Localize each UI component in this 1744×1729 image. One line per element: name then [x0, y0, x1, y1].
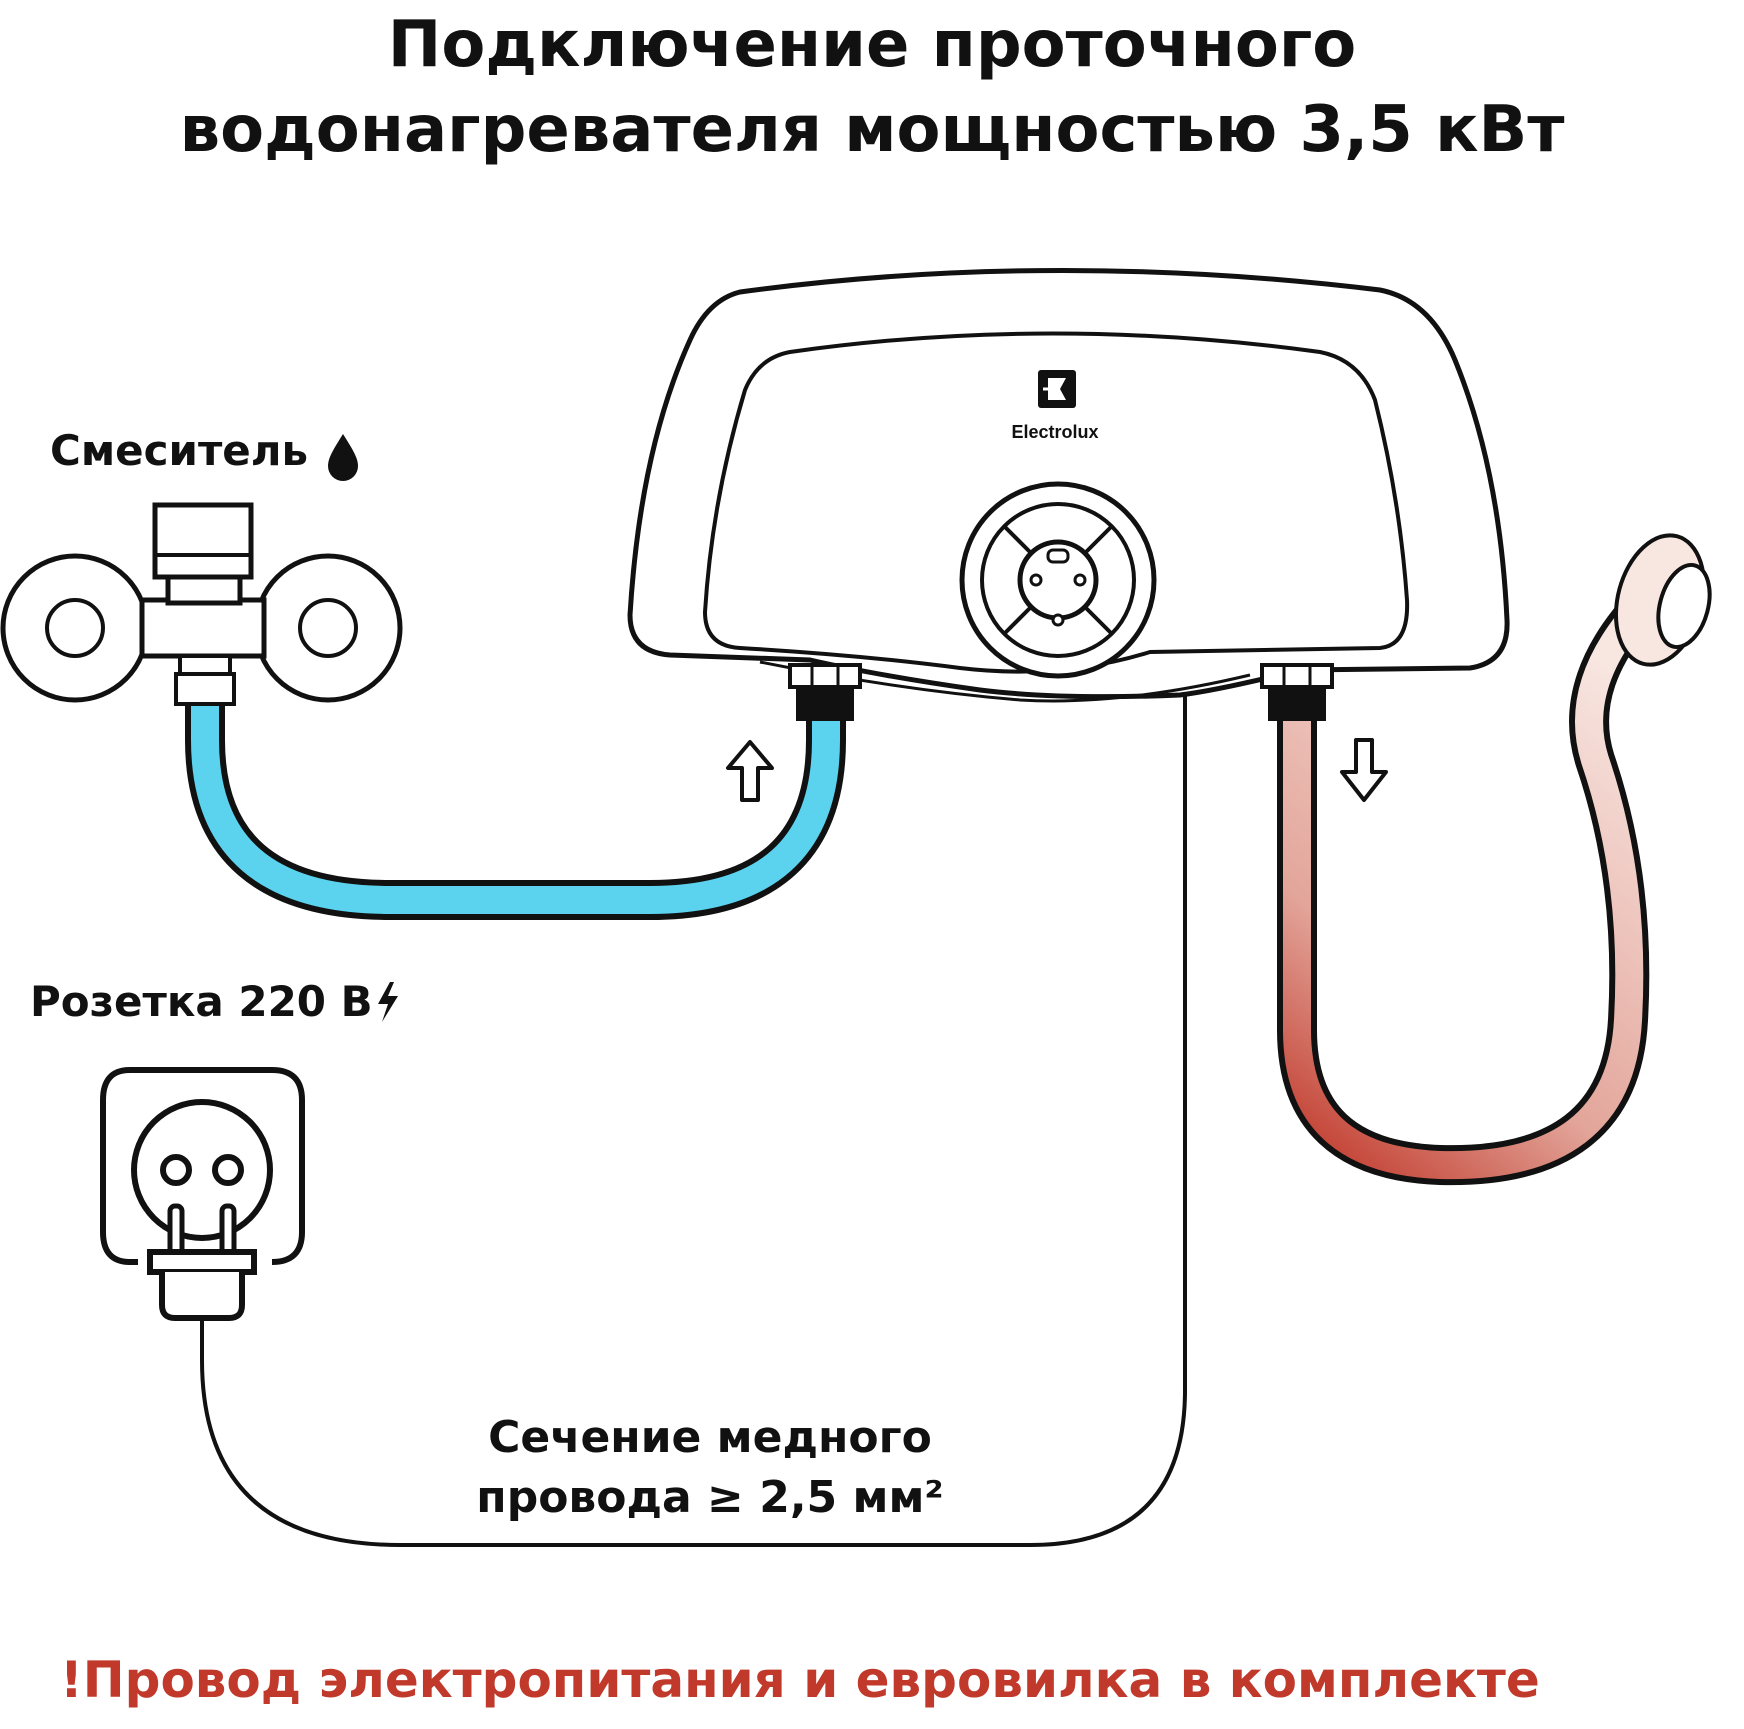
outlet-fitting [1260, 663, 1334, 721]
power-cable [200, 680, 1187, 1547]
hot-water-hose [1277, 584, 1665, 1186]
wire-label-line-1: Сечение медного [488, 1412, 932, 1463]
title-line-1: Подключение проточного [387, 8, 1357, 82]
brand-name: Electrolux [1011, 422, 1099, 442]
power-knob [959, 481, 1157, 679]
cold-water-hose [185, 700, 846, 920]
water-heater [627, 268, 1510, 721]
lightning-icon [378, 982, 398, 1022]
mixer-label: Смеситель [50, 426, 309, 475]
arrow-down-icon [1340, 738, 1388, 802]
arrow-up-icon [726, 740, 774, 802]
title-line-2: водонагревателя мощностью 3,5 кВт [179, 93, 1565, 167]
shower-head [1613, 533, 1712, 667]
wall-socket [100, 1067, 305, 1265]
euro-plug [147, 1203, 257, 1321]
inlet-fitting [788, 663, 862, 721]
socket-label: Розетка 220 В [30, 977, 373, 1026]
mixer-faucet [0, 502, 403, 706]
electrolux-logo [1038, 370, 1076, 408]
water-drop-icon [328, 434, 358, 481]
wire-label-line-2: провода ≥ 2,5 мм² [476, 1472, 944, 1523]
warning-note: !Провод электропитания и евровилка в ком… [60, 1651, 1540, 1709]
